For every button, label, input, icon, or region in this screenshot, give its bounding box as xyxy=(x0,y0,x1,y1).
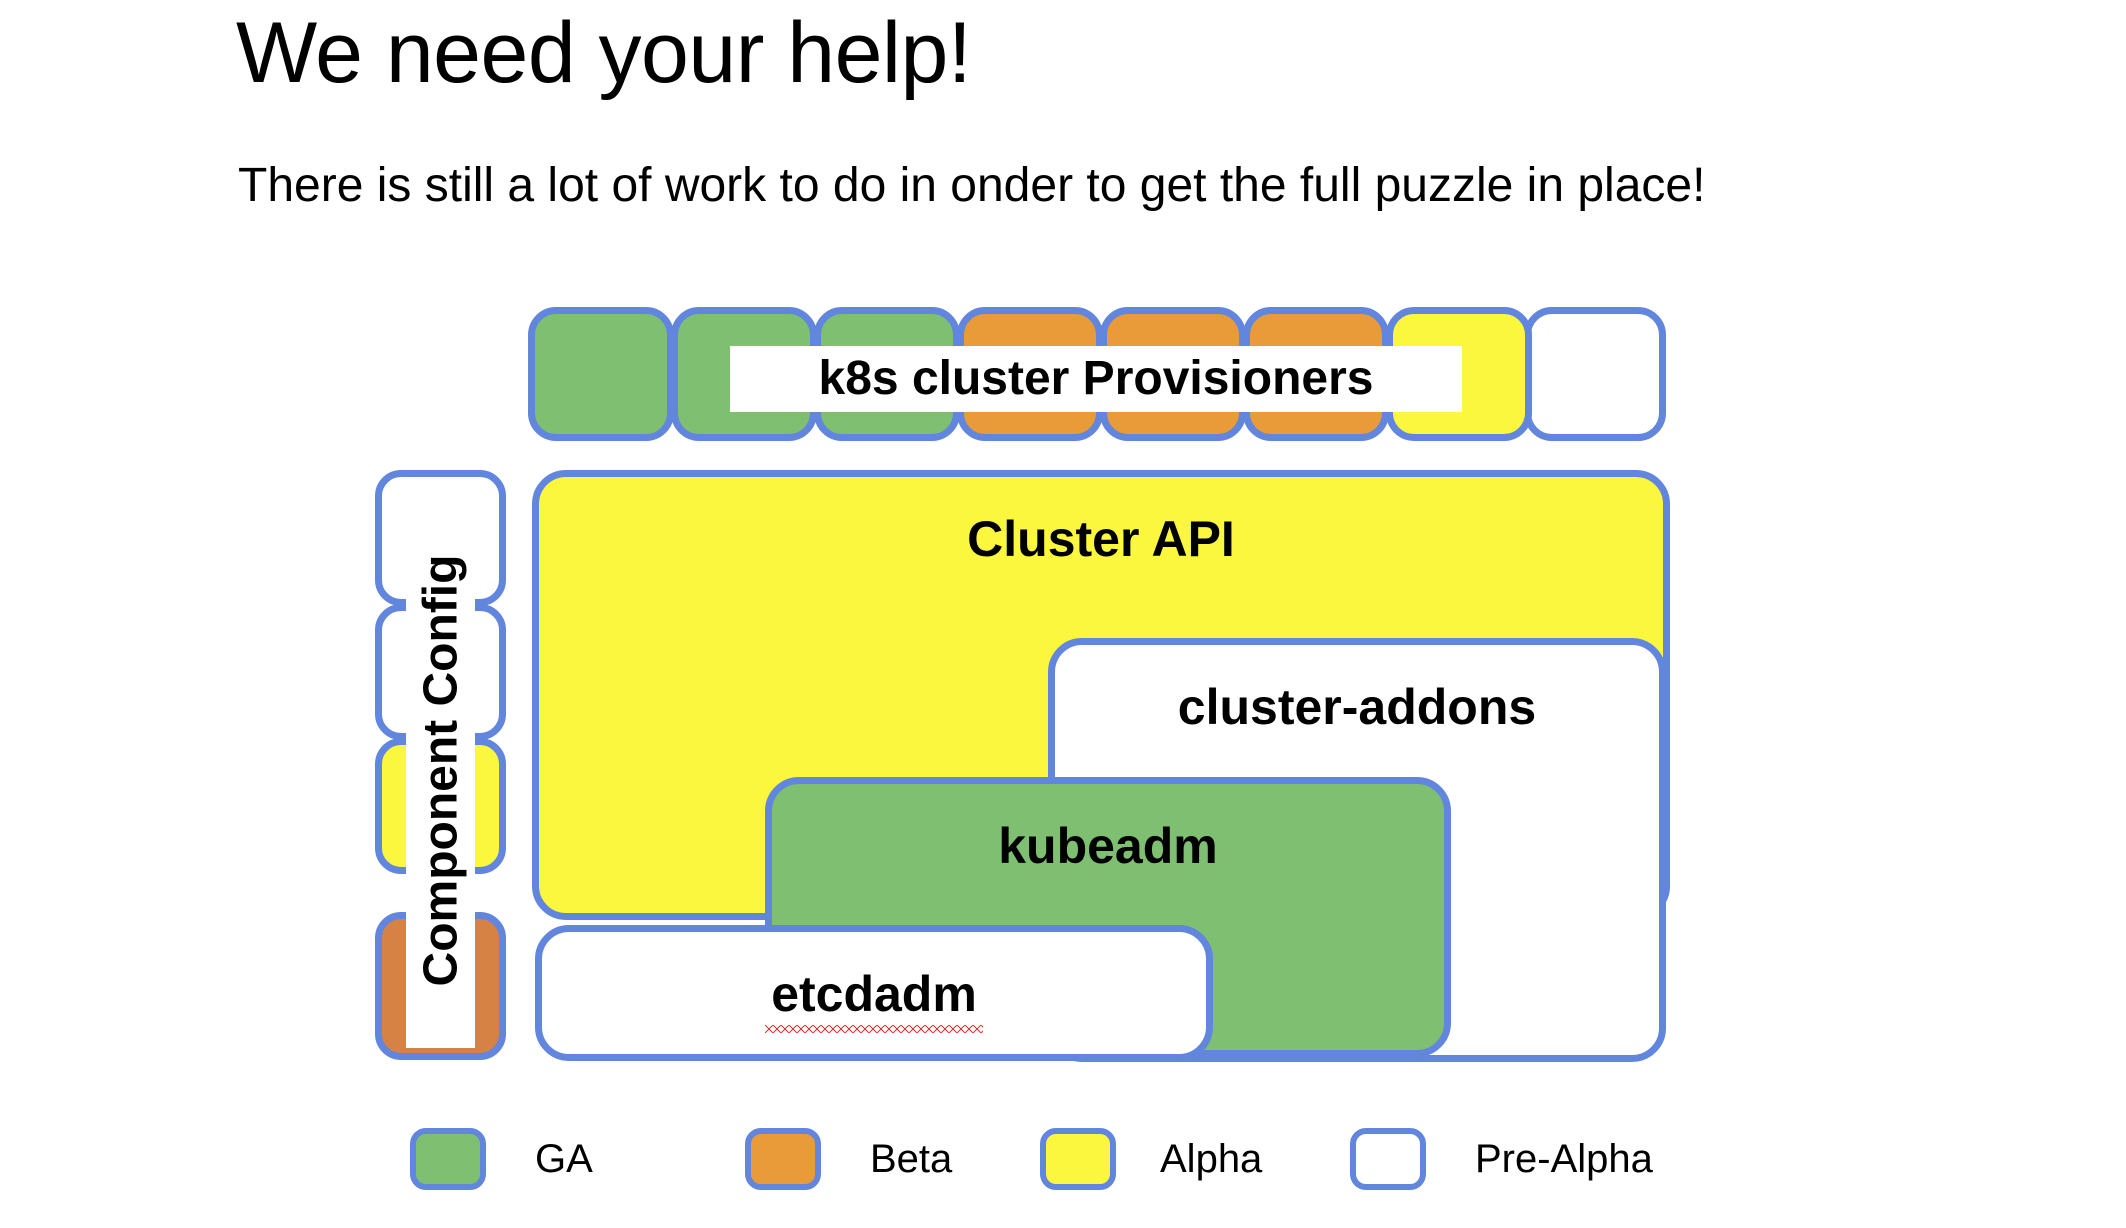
legend-swatch-prealpha xyxy=(1350,1128,1426,1190)
kubeadm-label: kubeadm xyxy=(998,818,1218,874)
component-config-label-text: Component Config xyxy=(414,554,467,986)
provisioner-box-8 xyxy=(1524,307,1666,441)
legend-swatch-ga xyxy=(410,1128,486,1190)
legend-label-ga: GA xyxy=(535,1137,593,1181)
provisioner-box-1 xyxy=(528,307,674,441)
etcdadm-label-text: etcdadm xyxy=(765,965,983,1033)
legend-swatch-alpha xyxy=(1040,1128,1116,1190)
provisioners-label: k8s cluster Provisioners xyxy=(818,352,1374,405)
component-config-label-plate xyxy=(406,492,475,1048)
etcdadm-label: etcdadm xyxy=(535,965,1213,1033)
legend-swatch-beta xyxy=(745,1128,821,1190)
cluster-addons-label: cluster-addons xyxy=(1177,679,1537,735)
page-title: We need your help! xyxy=(236,5,972,101)
legend-label-alpha: Alpha xyxy=(1160,1137,1263,1181)
provisioners-label-plate xyxy=(730,346,1462,412)
etcdadm-box xyxy=(535,925,1213,1061)
legend-label-beta: Beta xyxy=(870,1137,953,1181)
page-subtitle: There is still a lot of work to do in on… xyxy=(238,159,1706,212)
cluster-api-label: Cluster API xyxy=(967,511,1235,567)
legend-label-prealpha: Pre-Alpha xyxy=(1475,1137,1653,1181)
component-config-label: Component Config xyxy=(406,492,475,1048)
